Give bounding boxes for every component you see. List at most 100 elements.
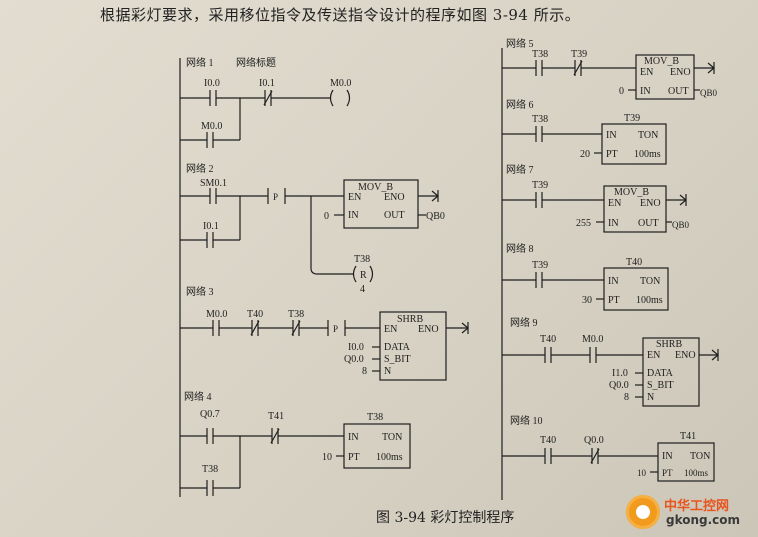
network-8: 网络 8 T39 T40 IN TON PT 100ms 30 (502, 242, 669, 311)
n10-contact-1-label: T40 (540, 435, 556, 446)
n10-in: IN (662, 451, 673, 462)
n3-sbit-value: Q0.0 (344, 354, 364, 365)
n2-eno: ENO (384, 192, 405, 203)
n10-type: TON (690, 451, 710, 462)
network-3: 网络 3 M0.0 T40 T38 P SHRB EN ENO DATA S_B… (180, 285, 469, 381)
n8-pt-value: 30 (582, 295, 592, 306)
n4-type: TON (382, 432, 402, 443)
n2-contact-2-label: I0.1 (203, 221, 219, 232)
n5-eno: ENO (670, 67, 691, 78)
n8-ton-box (603, 267, 669, 311)
network-4: 网络 4 Q0.7 T41 T38 T38 IN TON PT 100ms 10 (180, 390, 411, 496)
n7-mov-b-box (603, 185, 667, 233)
n4-pt-value: 10 (322, 452, 332, 463)
n7-title: 网络 7 (506, 163, 534, 176)
n8-box-title: T40 (626, 257, 642, 268)
n3-en: EN (384, 324, 397, 335)
n3-box-title: SHRB (397, 314, 423, 325)
n9-n: N (647, 392, 654, 403)
n2-coil-label: T38 (354, 254, 370, 265)
n1-coil-label: M0.0 (330, 78, 351, 89)
n6-pt: PT (606, 149, 618, 160)
n2-en: EN (348, 192, 361, 203)
network-7: 网络 7 T39 MOV_B EN ENO IN OUT 255 QB0 (502, 163, 690, 233)
n2-in-value: 0 (324, 211, 329, 222)
n9-title: 网络 9 (510, 316, 538, 329)
n7-in: IN (608, 218, 619, 229)
n7-out-value: QB0 (672, 220, 690, 230)
n2-p-label: P (273, 192, 278, 202)
n2-out-value: QB0 (426, 211, 445, 222)
n4-in: IN (348, 432, 359, 443)
n3-n-value: 8 (362, 366, 367, 377)
n7-contact-1-label: T39 (532, 180, 548, 191)
network-1: 网络 1 网络标题 I0.0 I0.1 M0.0 M0.0 (180, 56, 351, 148)
network-6: 网络 6 T38 T39 IN TON PT 100ms 20 (502, 98, 667, 165)
n10-box-title: T41 (680, 431, 696, 442)
n6-ton-box (601, 123, 667, 165)
network-9: 网络 9 T40 M0.0 SHRB EN ENO DATA S_BIT N I… (502, 316, 719, 407)
n8-contact-1-label: T39 (532, 260, 548, 271)
n3-n: N (384, 366, 391, 377)
n5-contact-2-label: T39 (571, 49, 587, 60)
n9-shrb-box (642, 337, 700, 407)
n5-out-value: QB0 (700, 88, 718, 98)
n2-coil-count: 4 (360, 284, 365, 295)
n10-contact-2-label: Q0.0 (584, 435, 604, 446)
n9-en: EN (647, 350, 660, 361)
n10-title: 网络 10 (510, 414, 543, 427)
n5-in: IN (640, 86, 651, 97)
n3-eno: ENO (418, 324, 439, 335)
n7-box-title: MOV_B (614, 187, 649, 198)
watermark: 中华工控网 gkong.com (626, 493, 754, 533)
n4-box-title: T38 (367, 412, 383, 423)
n1-title: 网络 1 (186, 56, 214, 69)
network-10: 网络 10 T40 Q0.0 T41 IN TON PT 100ms 10 (502, 414, 715, 482)
n7-eno: ENO (640, 198, 661, 209)
n4-pt: PT (348, 452, 360, 463)
n8-type: TON (640, 276, 660, 287)
n2-contact-1-label: SM0.1 (200, 178, 227, 189)
intro-text: 根据彩灯要求，采用移位指令及传送指令设计的程序如图 3-94 所示。 (100, 6, 581, 24)
n4-ton-box (343, 423, 411, 469)
n2-title: 网络 2 (186, 162, 214, 175)
n9-n-value: 8 (624, 392, 629, 403)
watermark-top-text: 中华工控网 (664, 499, 730, 514)
network-2: 网络 2 SM0.1 P I0.1 MOV_B EN ENO IN OUT 0 … (180, 162, 445, 295)
n5-title: 网络 5 (506, 37, 534, 50)
n1-contact-3-label: M0.0 (201, 121, 222, 132)
n9-data-value: I1.0 (612, 368, 628, 379)
n6-pt-value: 20 (580, 149, 590, 160)
n4-unit: 100ms (376, 452, 403, 463)
n4-contact-2-label: T41 (268, 411, 284, 422)
n7-en: EN (608, 198, 621, 209)
n6-contact-1-label: T38 (532, 114, 548, 125)
n3-p-label: P (333, 324, 338, 334)
n9-data: DATA (647, 368, 674, 379)
n3-contact-2-label: T40 (247, 309, 263, 320)
n3-sbit: S_BIT (384, 354, 411, 365)
n7-out: OUT (638, 218, 659, 229)
n10-ton-box (657, 442, 715, 482)
n3-contact-1-label: M0.0 (206, 309, 227, 320)
n10-pt: PT (662, 468, 673, 478)
n9-box-title: SHRB (656, 339, 682, 350)
n3-contact-3-label: T38 (288, 309, 304, 320)
n8-pt: PT (608, 295, 620, 306)
n6-unit: 100ms (634, 149, 661, 160)
n7-in-value: 255 (576, 218, 591, 229)
n2-reset-coil (352, 265, 374, 283)
n10-unit: 100ms (684, 468, 709, 478)
n8-unit: 100ms (636, 295, 663, 306)
n8-title: 网络 8 (506, 242, 534, 255)
n10-pt-value: 10 (637, 468, 647, 478)
watermark-bottom-text: gkong.com (666, 513, 741, 527)
n3-data-value: I0.0 (348, 342, 364, 353)
n8-in: IN (608, 276, 619, 287)
n1-coil (329, 89, 351, 107)
n9-contact-1-label: T40 (540, 334, 556, 345)
n2-mov-b-box (343, 179, 419, 229)
figure-caption: 图 3-94 彩灯控制程序 (376, 510, 515, 526)
